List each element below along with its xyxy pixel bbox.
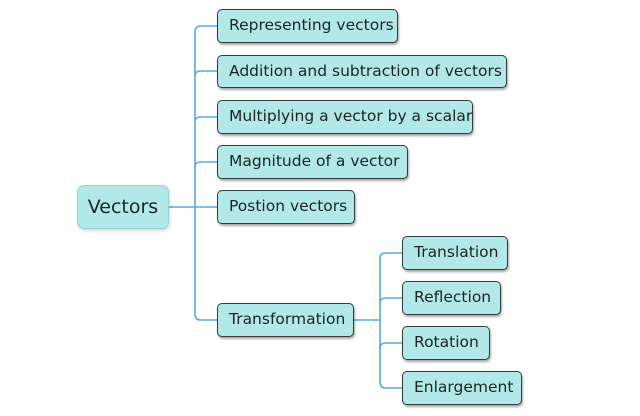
node-label: Representing vectors <box>229 16 394 35</box>
node-magnitude[interactable]: Magnitude of a vector <box>217 145 408 179</box>
node-label: Multiplying a vector by a scalar <box>229 107 473 126</box>
node-rotation[interactable]: Rotation <box>402 326 490 360</box>
connector-trunk <box>194 32 217 321</box>
node-label: Translation <box>414 243 499 262</box>
node-multiplying-scalar[interactable]: Multiplying a vector by a scalar <box>217 100 473 134</box>
connector-s0 <box>379 252 402 259</box>
connector-sub-trunk <box>379 258 402 389</box>
node-label: Postion vectors <box>229 197 348 216</box>
connector-b0 <box>194 25 217 33</box>
node-label: Enlargement <box>414 378 514 397</box>
connector-s2 <box>379 342 402 349</box>
node-position-vectors[interactable]: Postion vectors <box>217 190 355 224</box>
connector-b2 <box>194 116 217 123</box>
node-enlargement[interactable]: Enlargement <box>402 371 522 405</box>
node-addition-subtraction[interactable]: Addition and subtraction of vectors <box>217 55 507 88</box>
root-node-vectors[interactable]: Vectors <box>77 185 169 229</box>
connector-b3 <box>194 161 217 168</box>
node-transformation[interactable]: Transformation <box>217 303 354 337</box>
connector-s1 <box>379 297 402 304</box>
node-label: Addition and subtraction of vectors <box>229 61 502 80</box>
node-translation[interactable]: Translation <box>402 236 508 270</box>
root-label: Vectors <box>87 196 159 218</box>
node-label: Reflection <box>414 288 492 307</box>
node-reflection[interactable]: Reflection <box>402 281 501 315</box>
node-representing-vectors[interactable]: Representing vectors <box>217 9 398 43</box>
node-label: Magnitude of a vector <box>229 152 400 171</box>
node-label: Transformation <box>229 310 346 329</box>
connector-b1 <box>194 70 217 77</box>
node-label: Rotation <box>414 333 479 352</box>
